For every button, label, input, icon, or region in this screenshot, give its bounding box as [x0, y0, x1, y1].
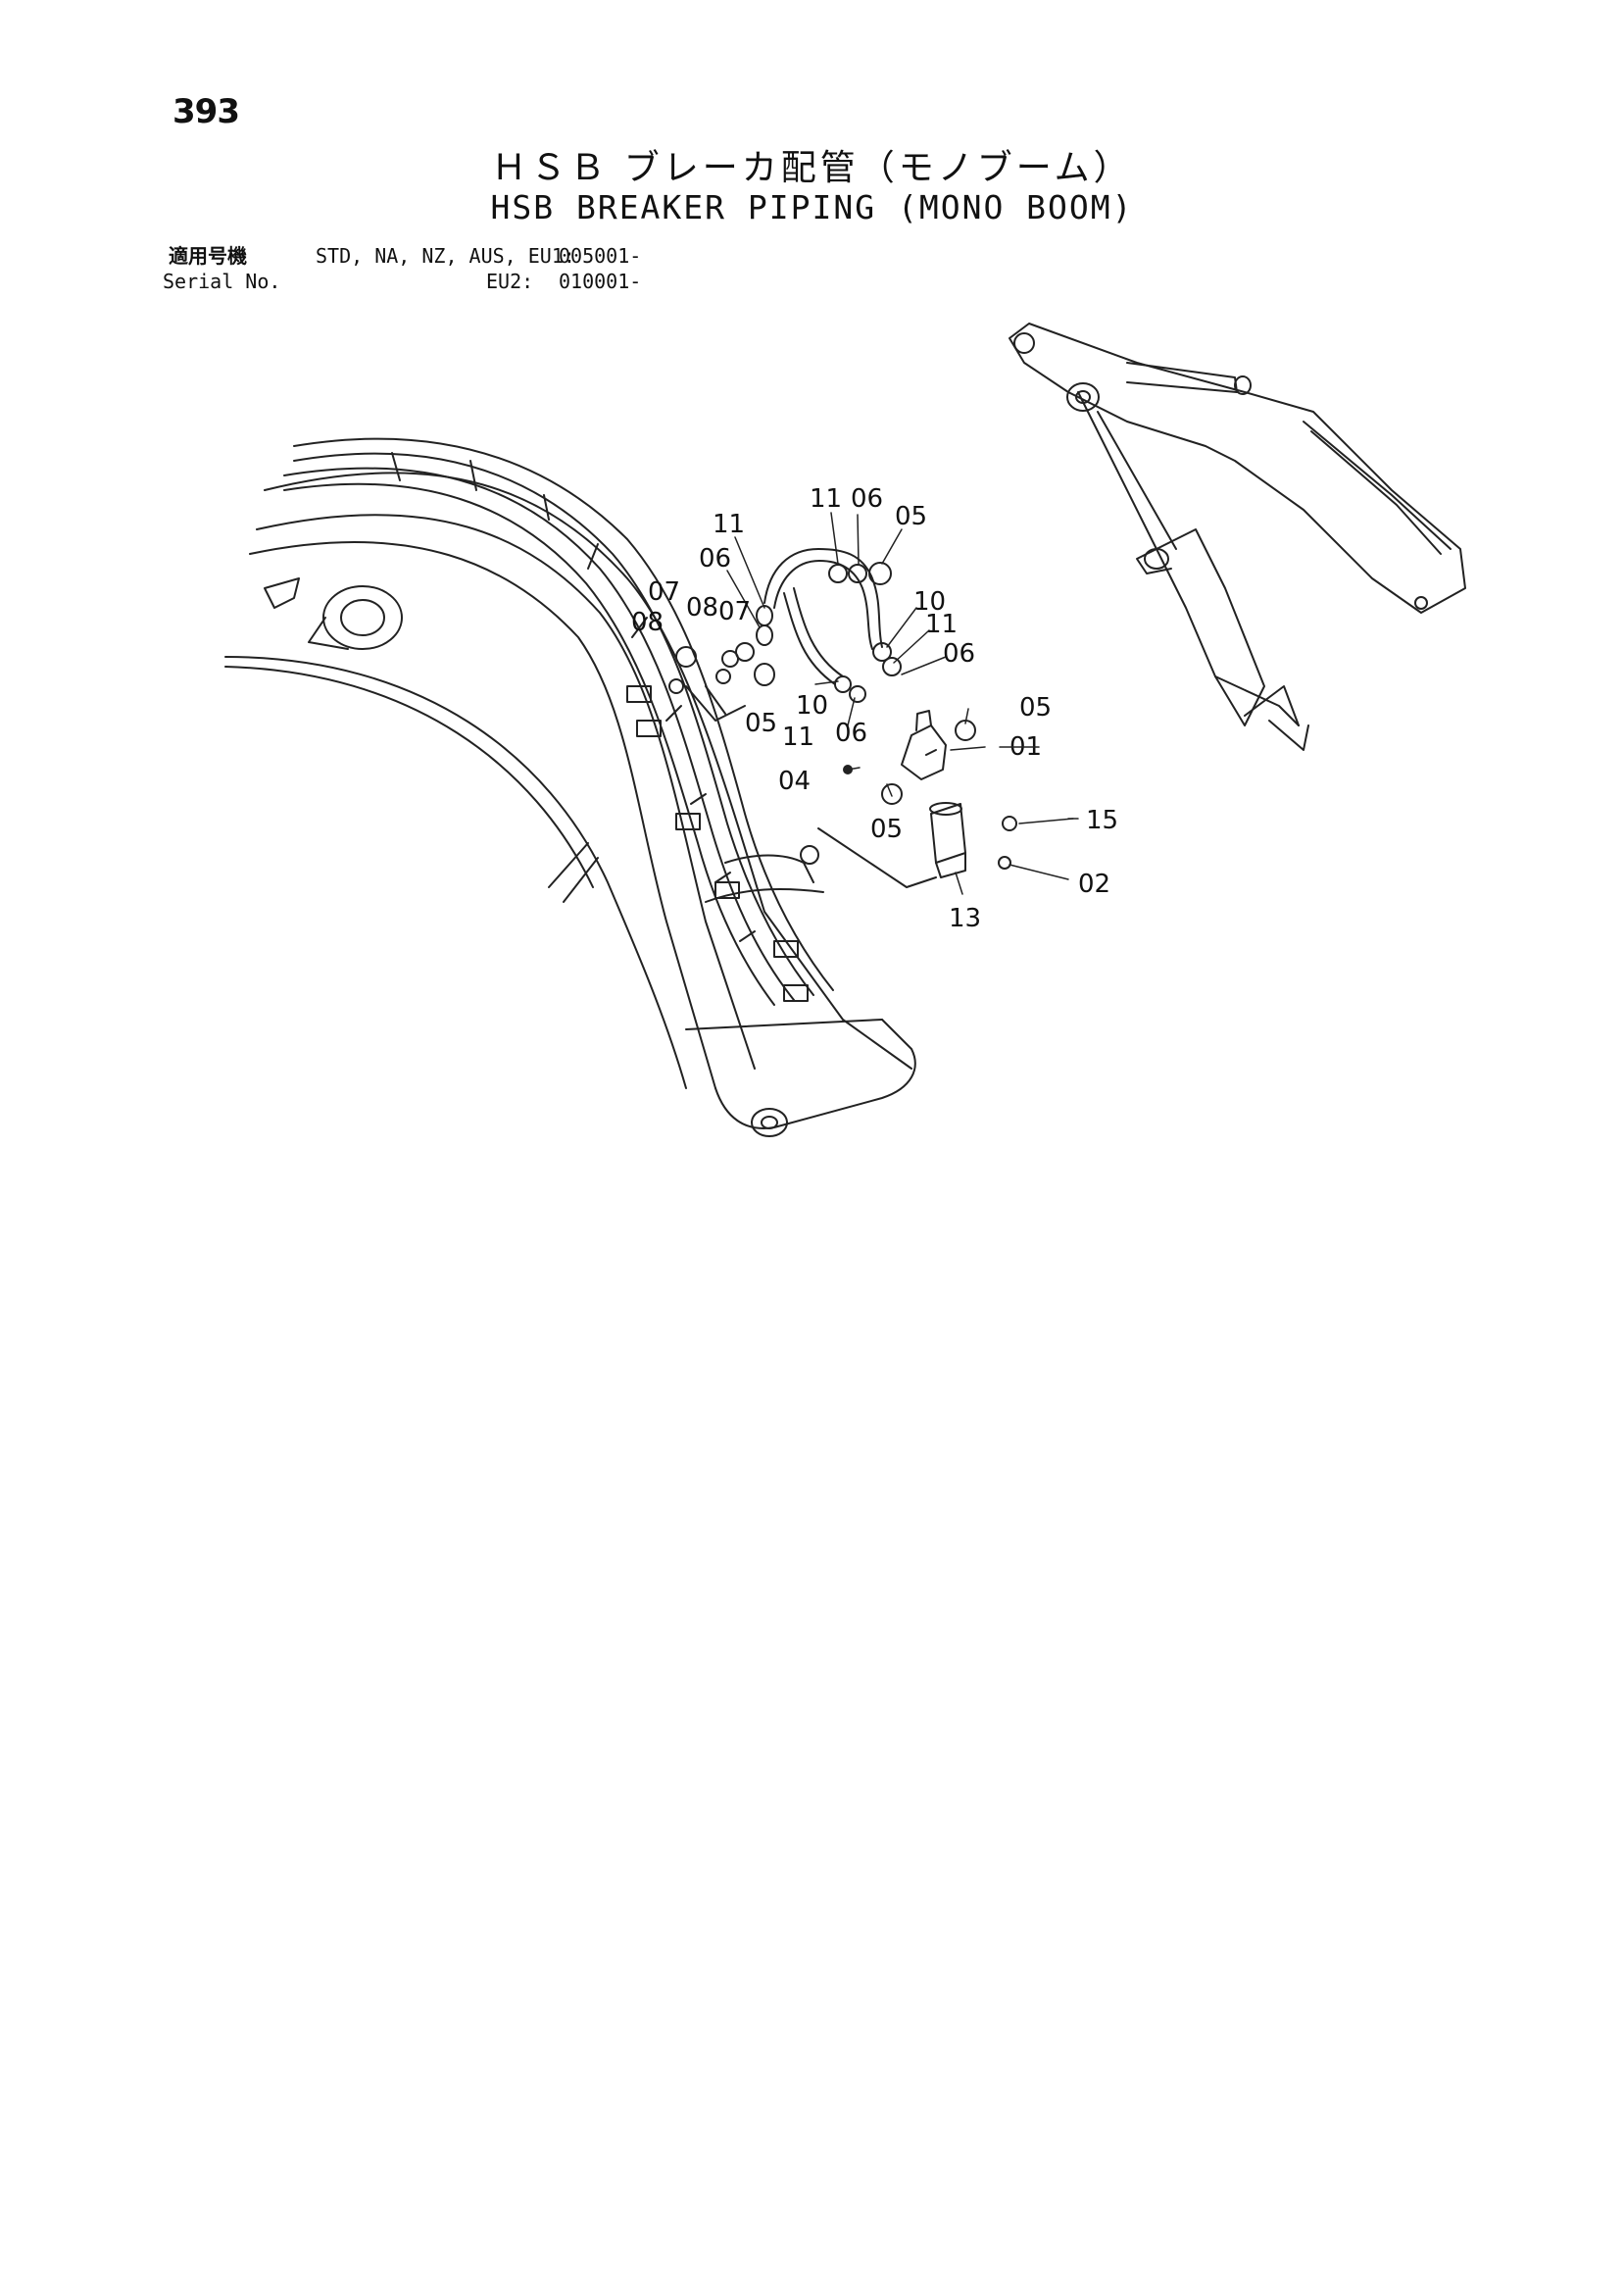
callout-05-bottom: 05 — [870, 815, 903, 844]
valve-assembly — [668, 548, 1017, 888]
callout-07-b: 07 — [718, 597, 751, 626]
callout-13: 13 — [949, 904, 981, 933]
page-number: 393 — [172, 92, 240, 131]
serial-range-2: 010001- — [559, 270, 642, 293]
callout-08-b: 08 — [686, 593, 718, 623]
excavator-front-inset — [1009, 323, 1466, 751]
callout-11-mid: 11 — [782, 723, 814, 752]
callout-11-right: 11 — [925, 610, 958, 639]
callout-15: 15 — [1086, 806, 1118, 835]
callout-extra-leaders — [999, 746, 1079, 820]
callouts: 11 06 05 11 06 07 08 08 07 10 11 06 05 1… — [631, 484, 1118, 933]
serial-range-1: 005001- — [559, 244, 642, 268]
callout-06-mid: 06 — [835, 719, 867, 748]
serial-row-1: 適用号機 STD, NA, NZ, AUS, EU1: 005001- — [169, 243, 757, 269]
page-title-japanese: ＨＳＢ ブレーカ配管（モノブーム） — [491, 148, 1133, 188]
page-title-english: HSB BREAKER PIPING (MONO BOOM) — [490, 188, 1134, 226]
callout-02: 02 — [1078, 870, 1110, 899]
callout-04: 04 — [778, 767, 811, 796]
serial-models: STD, NA, NZ, AUS, EU1: — [316, 244, 575, 268]
leader-lines — [726, 512, 1074, 895]
callout-05-top: 05 — [895, 502, 927, 531]
serial-label-english: Serial No. — [163, 270, 281, 293]
callout-05-valve: 05 — [1019, 693, 1052, 723]
callout-06-top: 06 — [851, 484, 883, 514]
serial-code-2: EU2: — [486, 270, 534, 293]
callout-05-mid: 05 — [745, 709, 777, 738]
callout-06-left: 06 — [699, 544, 731, 574]
serial-label-japanese: 適用号機 — [169, 244, 247, 268]
callout-06-right: 06 — [943, 639, 975, 669]
serial-applicability: 適用号機 STD, NA, NZ, AUS, EU1: 005001- Seri… — [163, 243, 757, 294]
callout-10-mid: 10 — [796, 691, 828, 721]
callout-11-left: 11 — [713, 510, 745, 539]
boom-main — [224, 437, 916, 1137]
callout-11-top: 11 — [810, 484, 842, 514]
serial-row-2: Serial No. EU2: 010001- — [163, 269, 757, 294]
callout-08-a: 08 — [631, 608, 664, 637]
callout-07-a: 07 — [648, 577, 680, 607]
callout-10-right: 10 — [913, 587, 946, 617]
